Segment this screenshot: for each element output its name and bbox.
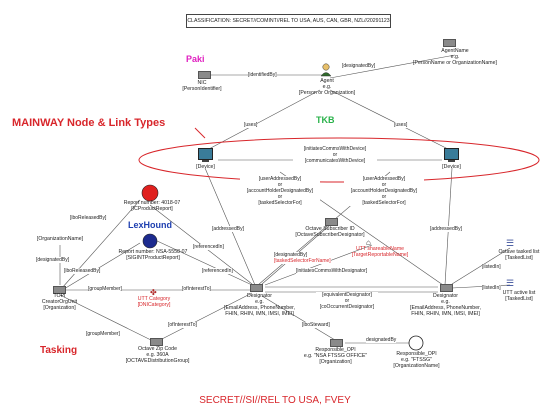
mainway-label: MAINWAY Node & Link Types [12,117,166,129]
edge-user-addressed-left: [userAddressedBy]or[accountHolderDesigna… [240,176,320,206]
edge-ibo-released-bottom: [iboReleasedBy] [64,268,101,274]
responsible-opi-icon [330,339,343,347]
edge-of-interest-to-bottom: [ofInterestTo] [168,322,197,328]
edge-identified-by: [identifiedBy] [248,72,277,78]
edge-tasked-selector-for-name: [taskedSelectorForName] [274,258,331,264]
utt-active-node: UTT active list[TaskedList] [502,290,536,302]
utt-shareable-node: UTT shareableName[TargetReportableName] [351,246,409,258]
edge-uses-left: [uses] [244,122,258,128]
edge-of-interest-to-top: [ofInterestTo] [182,286,211,292]
device-left-node: [Device] [196,164,215,170]
octave-tasked-node: Octave tasked list[TaskedList] [498,249,540,261]
edge-referenced-in-top: [referencedIn] [193,244,224,250]
edge-addressed-by-left: [addressedBy] [212,226,244,232]
device-right-icon [444,148,459,162]
utt-shareable-icon: ⌂ [366,238,371,247]
edge-referenced-in-bottom: [referencedIn] [202,268,233,274]
edge-designated-by-bottom: designatedBy [366,337,397,343]
octave-subscriber-icon [325,218,338,226]
edge-group-member-bottom: [groupMember] [86,331,120,337]
designator-right-icon [440,284,453,292]
utt-category-icon: ✤ [150,288,157,297]
person-icon [320,63,332,77]
designator-left-icon [250,284,263,292]
agent-name-icon [443,39,456,47]
report-red-node: Report number: 4018-07[ICProductReport] [123,200,181,212]
edge-designated-by-org: [designatedBy] [36,257,70,263]
edge-ibo-released-top: [iboReleasedBy] [70,215,107,221]
org-name-node: [OrganizationName] [36,236,84,242]
nic-icon [198,71,211,79]
paki-label: Paki [186,54,205,64]
edge-designated-by-top: [designatedBy] [342,63,376,69]
edge-listed-in-bottom: [listedIn] [482,285,501,291]
tasking-label: Tasking [40,345,78,356]
device-right-node: [Device] [442,164,461,170]
edge-group-member-top: [groupMember] [88,286,122,292]
edge-addressed-by-right: [addressedBy] [430,226,462,232]
edge-designated-by-mid: [designatedBy] [274,252,308,258]
edge-uses-right: [uses] [394,122,408,128]
active-list-icon: ☰ [506,278,515,288]
topi-icon [53,286,66,294]
edge-equivalent-designator: [equivalentDesignator]or[coOccurrentDesi… [316,292,378,310]
tkb-label: TKB [316,115,335,125]
edge-listed-in-top: [listedIn] [482,264,501,270]
lexhound-label: LexHound [128,220,172,230]
edge-ibo-steward: [iboSteward] [302,322,330,328]
octave-zip-icon [150,338,163,346]
edge-initiates-comms-designator: [initiatesCommsWithDesignator] [296,268,368,274]
edge-initiates: [initiatesCommsWithDevice]or[communicate… [293,146,377,164]
device-left-icon [198,148,213,162]
footer-classification: SECRET//SI//REL TO USA, FVEY [199,395,351,406]
octave-subscriber-node: Octave Subscriber ID[OctaveSubscriberDes… [295,226,365,238]
tasked-list-icon: ☰ [506,238,515,248]
edge-user-addressed-right: [userAddressedBy]or[accountHolderDesigna… [344,176,424,206]
classification-banner: CLASSIFICATION: SECRET//COMINT//REL TO U… [186,14,391,28]
utt-category-node: UTT Category[DNICategory] [137,296,171,308]
report-blue-node: Report number: NSA-5558-07[SIGINTProduct… [118,249,188,261]
nic-node: NIC[PersonIdentifier] [182,80,222,92]
